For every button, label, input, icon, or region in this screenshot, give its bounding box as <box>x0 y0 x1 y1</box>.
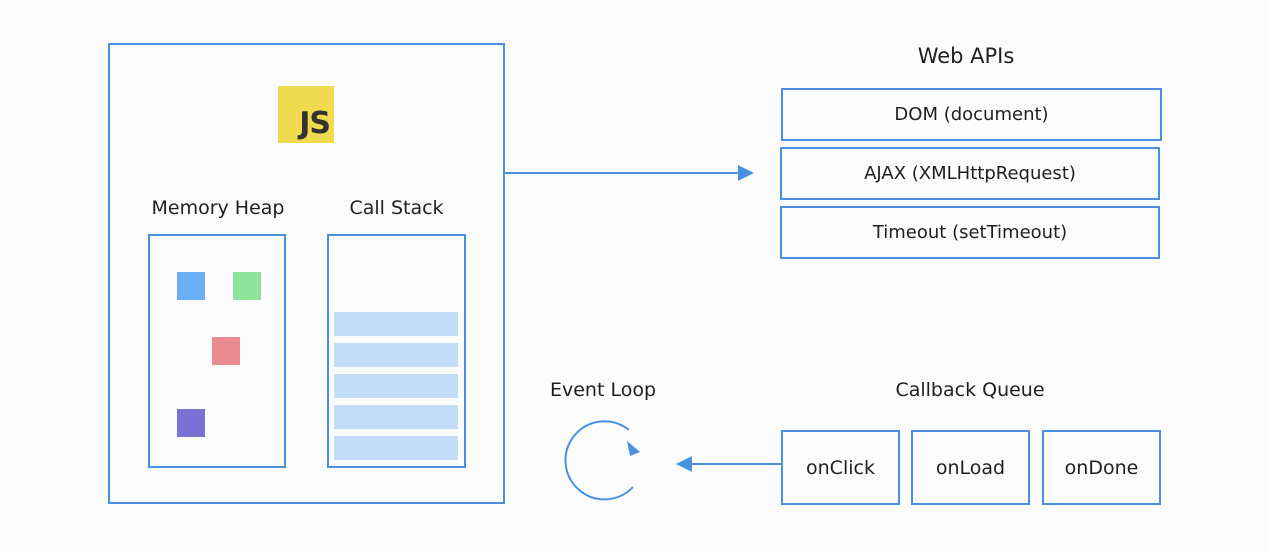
heap-object-green <box>233 272 261 300</box>
call-stack-frame <box>334 343 458 367</box>
web-api-timeout: Timeout (setTimeout) <box>780 206 1160 259</box>
callback-queue-title: Callback Queue <box>895 379 1045 401</box>
heap-object-purple <box>177 409 205 437</box>
call-stack-title: Call Stack <box>349 197 444 219</box>
heap-object-red <box>212 337 240 365</box>
event-loop-icon <box>564 420 634 501</box>
call-stack-frame <box>334 436 458 460</box>
call-stack-frame <box>334 374 458 398</box>
call-stack-frame <box>334 405 458 429</box>
callback-onload: onLoad <box>911 430 1030 505</box>
call-stack-frame <box>334 312 458 336</box>
callback-ondone: onDone <box>1042 430 1161 505</box>
web-api-ajax: AJAX (XMLHttpRequest) <box>780 147 1160 200</box>
callback-onclick: onClick <box>781 430 900 505</box>
web-api-dom: DOM (document) <box>781 88 1162 141</box>
event-loop-title: Event Loop <box>549 379 657 401</box>
javascript-logo-text: JS <box>299 106 331 141</box>
heap-object-blue <box>177 272 205 300</box>
javascript-logo: JS <box>278 86 334 143</box>
engine-to-webapis-arrowhead <box>738 165 754 181</box>
queue-to-eventloop-arrowhead <box>676 456 692 472</box>
web-apis-title: Web APIs <box>917 44 1015 68</box>
event-loop-icon-arrowhead <box>627 441 640 456</box>
memory-heap-title: Memory Heap <box>151 197 285 219</box>
